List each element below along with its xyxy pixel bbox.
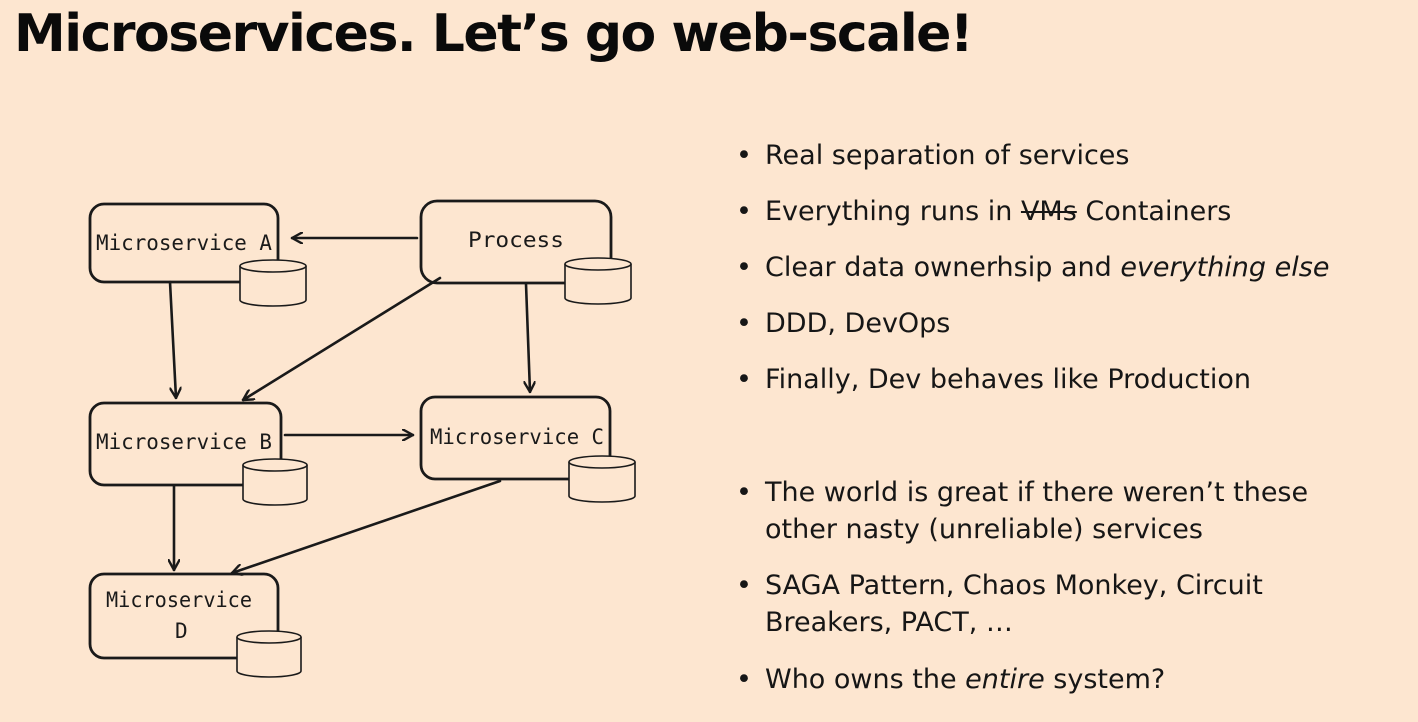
bullet-marker: • <box>736 477 752 508</box>
edge-process-to-b <box>241 276 442 402</box>
database-icon <box>239 259 307 307</box>
bullet-text: Real separation of services <box>765 140 1130 171</box>
bullet-text-part: Who owns the <box>765 664 966 695</box>
bullet-marker: • <box>736 140 752 171</box>
bullet-text: other nasty (unreliable) services <box>765 514 1203 545</box>
edge-process-to-c <box>526 282 530 394</box>
bullet-text: Breakers, PACT, … <box>765 607 1013 638</box>
bullet-marker: • <box>736 196 752 227</box>
database-icon <box>242 458 308 506</box>
node-microservice-a <box>88 202 280 284</box>
label-microservice-d-line1: Microservice <box>106 588 252 612</box>
label-microservice-a: Microservice A <box>96 231 272 255</box>
struck-text: VMs <box>1020 196 1077 227</box>
bullet-marker: • <box>736 308 752 339</box>
italic-text: entire <box>965 664 1045 695</box>
bullet-text: Who owns the entire system? <box>765 662 1165 698</box>
label-microservice-b: Microservice B <box>96 430 272 454</box>
bullet-marker: • <box>736 252 752 283</box>
database-icon <box>568 455 636 503</box>
label-microservice-c: Microservice C <box>430 425 604 449</box>
node-process <box>419 199 613 285</box>
node-microservice-d <box>88 572 280 660</box>
microservices-diagram: Microservice A Process Microservice B Mi… <box>88 199 636 678</box>
bullet-text: DDD, DevOps <box>765 308 951 339</box>
slide-title: Microservices. Let’s go web-scale! <box>14 4 974 64</box>
bullet-text: Finally, Dev behaves like Production <box>765 364 1251 395</box>
bullet-text-part: Clear data ownerhsip and <box>765 252 1121 283</box>
database-icon <box>236 630 302 678</box>
bullet-text: Clear data ownerhsip and everything else <box>765 250 1329 286</box>
label-process: Process <box>468 228 564 252</box>
edge-a-to-b <box>168 280 176 400</box>
database-icon <box>564 257 632 305</box>
bullet-text: SAGA Pattern, Chaos Monkey, Circuit <box>765 570 1263 601</box>
node-microservice-c <box>419 395 612 481</box>
bullet-marker: • <box>736 364 752 395</box>
edge-c-to-d <box>230 479 502 573</box>
bullet-text-part: system? <box>1044 664 1166 695</box>
bullet-text: Everything runs in VMs Containers <box>765 194 1231 230</box>
bullet-marker: • <box>736 664 752 695</box>
node-microservice-b <box>88 401 283 487</box>
bullet-marker: • <box>736 570 752 601</box>
italic-text: everything else <box>1120 252 1330 283</box>
bullet-text-part: Everything runs in <box>765 196 1021 227</box>
label-microservice-d-line2: D <box>175 619 188 643</box>
bullet-text: The world is great if there weren’t thes… <box>765 477 1309 508</box>
bullet-text-part: Containers <box>1076 196 1232 227</box>
